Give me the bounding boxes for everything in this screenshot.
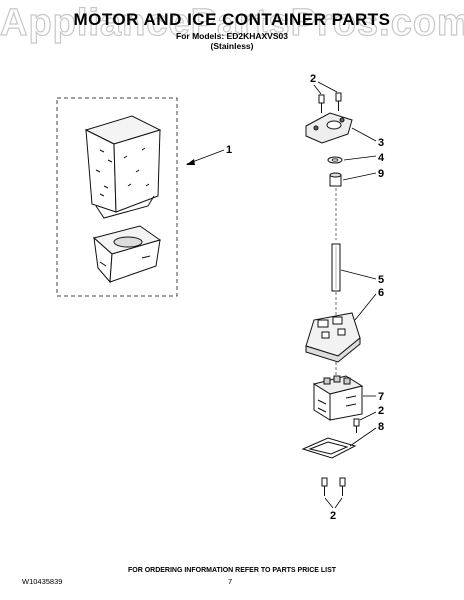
callout-4: 4	[378, 152, 385, 164]
ordering-info-note: FOR ORDERING INFORMATION REFER TO PARTS …	[127, 567, 337, 574]
leader-line-3	[351, 127, 377, 142]
bushing-part	[329, 172, 342, 187]
callout-9: 9	[378, 168, 384, 180]
callout-2-bottom: 2	[330, 510, 336, 522]
side-screw-part	[353, 418, 360, 433]
page-title: MOTOR AND ICE CONTAINER PARTS	[73, 10, 391, 29]
motor-housing-part	[312, 375, 364, 421]
callout-5: 5	[378, 274, 384, 286]
callout-1: 1	[226, 144, 232, 156]
mounting-bracket-part	[305, 112, 353, 144]
document-id: W10435839	[22, 577, 63, 586]
ice-container-kit-box	[56, 97, 178, 297]
callout-6: 6	[378, 287, 384, 299]
washer-hole	[331, 158, 339, 162]
bottom-screws-part	[321, 477, 346, 496]
ice-bin-part	[84, 115, 162, 219]
leader-line-2c-l	[324, 497, 334, 509]
model-line: For Models: ED2KHAXVS03	[176, 31, 288, 41]
leader-line-2a-r	[317, 81, 338, 93]
motor-cover-part	[305, 312, 361, 363]
gasket-part	[301, 437, 357, 459]
page-number: 7	[228, 577, 233, 586]
leader-arrow-1	[186, 159, 195, 165]
leader-line-5	[340, 269, 377, 280]
callout-8: 8	[378, 421, 384, 433]
ice-container-base-part	[92, 225, 162, 284]
callout-7: 7	[378, 391, 384, 403]
shaft-part	[331, 243, 341, 292]
leader-line-6	[354, 293, 377, 321]
callout-3: 3	[378, 137, 384, 149]
leader-line-8	[349, 427, 377, 447]
leader-line-2c-r	[334, 497, 343, 509]
leader-line-2b	[359, 411, 377, 421]
leader-line-4	[343, 155, 377, 161]
callout-2-side: 2	[378, 405, 384, 417]
leader-line-9	[342, 172, 377, 181]
variant-label: (Stainless)	[210, 41, 254, 51]
top-screws-part	[318, 92, 342, 113]
callout-2-top: 2	[310, 73, 316, 85]
leader-line-2a-l	[313, 84, 322, 95]
